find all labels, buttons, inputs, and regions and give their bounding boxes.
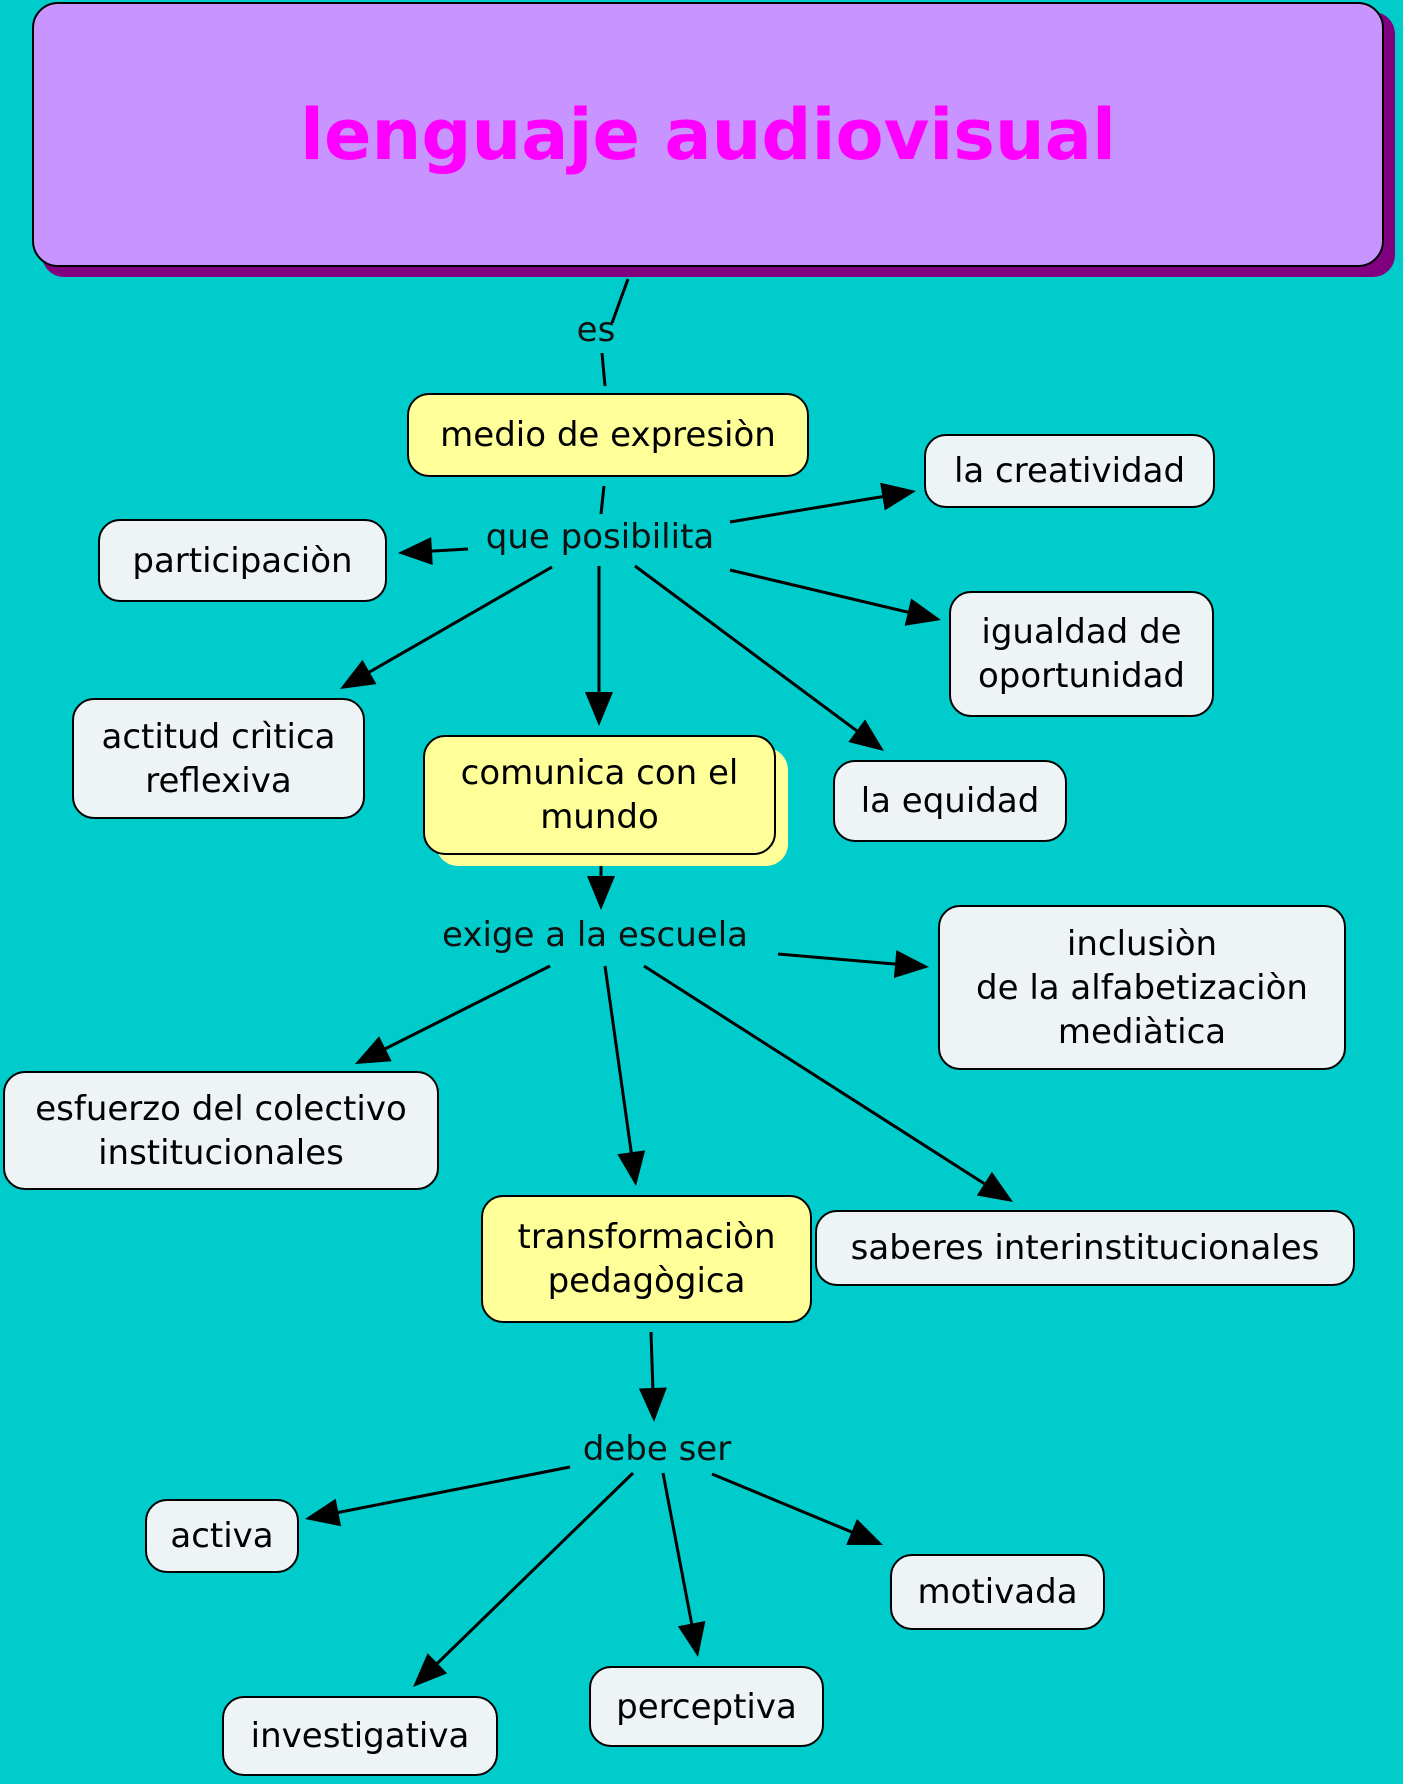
arrow-comunica-head-icon xyxy=(585,692,613,726)
node-saberes[interactable]: saberes interinstitucionales xyxy=(815,1210,1355,1286)
arrow-inclusion xyxy=(777,952,903,967)
node-esfuerzo[interactable]: esfuerzo del colectivo institucionales xyxy=(3,1071,439,1190)
node-participacion[interactable]: participaciòn xyxy=(98,519,387,602)
link-debe-ser: debe ser xyxy=(582,1429,732,1469)
title-text: lenguaje audiovisual xyxy=(300,93,1116,176)
arrow-igualdad xyxy=(729,568,915,616)
node-comunica[interactable]: comunica con el mundo xyxy=(423,735,776,855)
node-medio[interactable]: medio de expresiòn xyxy=(407,393,809,477)
arrow-debe-ser-head-icon xyxy=(638,1387,667,1422)
arrow-inclusion-head-icon xyxy=(893,950,929,979)
arrow-esfuerzo-head-icon xyxy=(355,1036,392,1064)
arrow-investigativa-head-icon xyxy=(413,1653,448,1687)
node-igualdad[interactable]: igualdad de oportunidad xyxy=(949,591,1214,717)
node-investigativa[interactable]: investigativa xyxy=(222,1696,498,1776)
arrow-motivada-head-icon xyxy=(846,1519,883,1545)
title-node[interactable]: lenguaje audiovisual xyxy=(32,2,1384,267)
arrow-motivada xyxy=(711,1472,859,1536)
node-creatividad[interactable]: la creatividad xyxy=(924,434,1215,508)
arrow-debe-ser xyxy=(649,1331,655,1395)
line-medio-posibilita xyxy=(599,485,606,515)
arrow-esfuerzo xyxy=(378,964,551,1054)
arrow-transformacion-head-icon xyxy=(617,1150,646,1186)
line-title-es xyxy=(610,278,630,324)
link-exige: exige a la escuela xyxy=(442,915,748,955)
arrow-investigativa xyxy=(431,1471,635,1670)
arrow-saberes-head-icon xyxy=(976,1171,1013,1202)
node-inclusion[interactable]: inclusiòn de la alfabetizaciòn mediàtica xyxy=(938,905,1346,1070)
node-actitud[interactable]: actitud crìtica reflexiva xyxy=(72,698,365,819)
arrow-transformacion xyxy=(603,965,634,1160)
arrow-perceptiva-head-icon xyxy=(677,1620,706,1657)
arrow-igualdad-head-icon xyxy=(904,598,941,626)
arrow-actitud-head-icon xyxy=(340,659,377,689)
arrow-participacion xyxy=(425,547,469,553)
arrow-equidad xyxy=(634,564,864,736)
arrow-actitud xyxy=(362,565,553,677)
arrow-exige-head-icon xyxy=(587,876,615,910)
line-es-medio xyxy=(600,352,607,387)
arrow-perceptiva xyxy=(661,1472,695,1631)
arrow-creatividad xyxy=(729,493,890,524)
arrow-creatividad-head-icon xyxy=(880,482,916,511)
node-motivada[interactable]: motivada xyxy=(890,1554,1105,1630)
arrow-participacion-head-icon xyxy=(398,537,433,566)
node-transformacion[interactable]: transformaciòn pedagògica xyxy=(481,1195,812,1323)
arrow-saberes xyxy=(643,964,991,1189)
node-equidad[interactable]: la equidad xyxy=(833,760,1067,842)
link-es: es xyxy=(576,310,616,350)
node-perceptiva[interactable]: perceptiva xyxy=(589,1666,824,1747)
arrow-activa xyxy=(331,1465,571,1516)
node-activa[interactable]: activa xyxy=(145,1499,299,1573)
link-que-posibilita: que posibilita xyxy=(485,517,715,557)
arrow-activa-head-icon xyxy=(305,1498,342,1527)
arrow-equidad-head-icon xyxy=(848,719,884,751)
